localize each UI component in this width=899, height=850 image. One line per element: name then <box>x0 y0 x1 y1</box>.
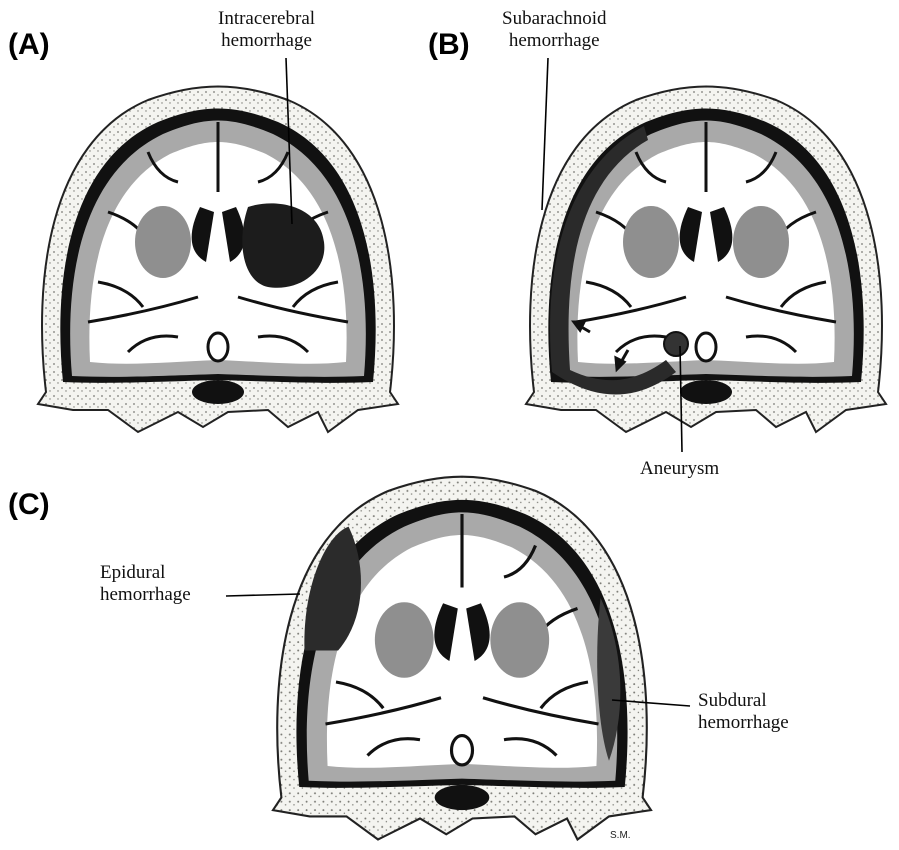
leader-intracerebral <box>286 58 292 224</box>
artist-signature: S.M. <box>610 830 631 841</box>
leader-aneurysm <box>680 346 682 452</box>
callout-aneurysm: Aneurysm <box>640 458 719 480</box>
leader-subdural <box>612 700 690 706</box>
leader-epidural <box>226 594 300 596</box>
leader-subarachnoid <box>542 58 548 210</box>
